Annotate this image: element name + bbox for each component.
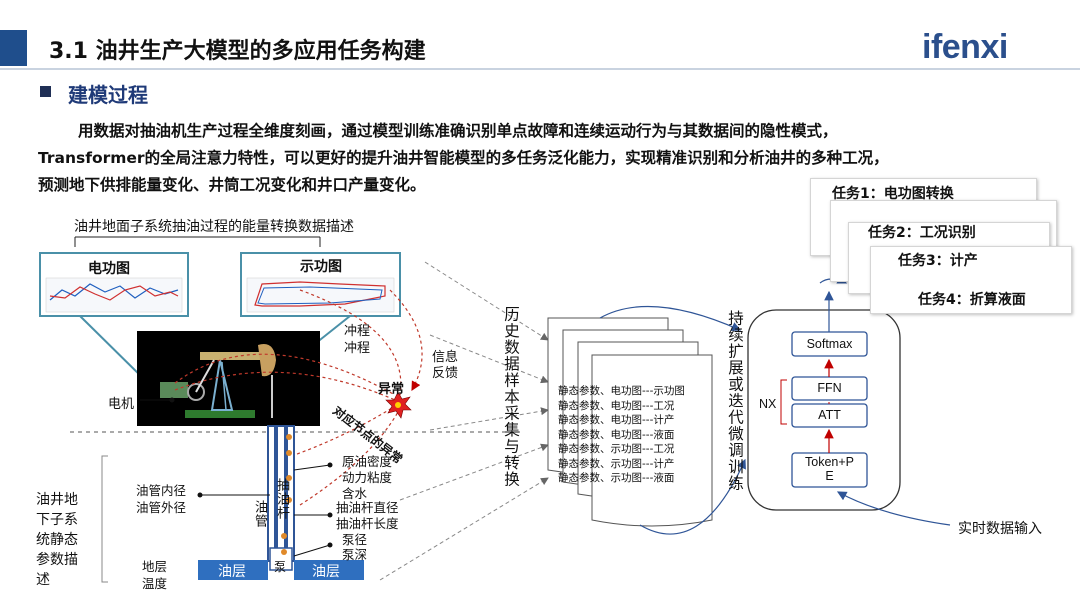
tubing-outer-label: 油管外径	[136, 500, 187, 515]
formation-temp-line: 温度	[142, 576, 168, 591]
ifenxi-logo: ifenxi	[922, 28, 1008, 66]
rod-label: 抽油杆	[274, 478, 289, 520]
task-4-label: 任务4：折算液面	[918, 292, 1026, 308]
stroke-label-1: 冲程	[344, 324, 371, 339]
viscosity-label: 动力粘度	[342, 470, 393, 485]
sample-pair-row: 静态参数、示功图---工况	[558, 443, 675, 455]
pumpjack-image	[137, 331, 320, 426]
stroke-label-2: 冲程	[344, 341, 371, 356]
electric-power-chart	[39, 252, 189, 317]
downhole-label-line: 统静态	[36, 532, 78, 548]
anomaly-burst-icon	[385, 391, 412, 419]
oil-layer-right-label: 油层	[312, 564, 340, 580]
oil-layer-right	[294, 560, 364, 580]
softmax-label: Softmax	[806, 337, 853, 351]
downhole-label-line: 参数描	[36, 552, 78, 568]
paragraph-line-2: Transformer的全局注意力特性，可以更好的提升油井智能模型的多任务泛化能…	[38, 149, 889, 167]
header-divider	[0, 68, 1080, 70]
surface-caption: 油井地面子系统抽油过程的能量转换数据描述	[74, 219, 354, 235]
sample-document-stack	[547, 317, 713, 527]
paragraph-line-3: 预测地下供排能量变化、井筒工况变化和井口产量变化。	[38, 176, 426, 194]
sample-pair-list: 静态参数、电功图---示功图 静态参数、电功图---工况 静态参数、电功图---…	[558, 384, 685, 486]
sample-pair-row: 静态参数、电功图---工况	[558, 399, 675, 412]
task-2-label: 任务2：工况识别	[868, 225, 976, 241]
pump-depth-label: 泵深	[342, 547, 368, 562]
tubing-inner-label: 油管内径	[136, 483, 187, 498]
realtime-input-label: 实时数据输入	[958, 521, 1042, 537]
task-card-4	[870, 246, 1072, 314]
ffn-label: FFN	[817, 381, 842, 395]
dynamometer-chart-title: 示功图	[300, 259, 342, 275]
water-cut-label: 含水	[342, 486, 368, 501]
att-label: ATT	[818, 408, 841, 422]
downhole-label-line: 下子系	[36, 512, 78, 528]
rod-length-label: 抽油杆长度	[336, 516, 399, 531]
formation-temp-line: 地层	[142, 559, 168, 574]
section-heading: 建模过程	[68, 83, 148, 107]
nx-label: NX	[759, 397, 777, 411]
rod-diameter-label: 抽油杆直径	[336, 500, 399, 515]
finetune-vertical-label: 持续扩展或迭代微调训练	[726, 310, 744, 492]
anomaly-label: 异常	[378, 382, 405, 397]
token-pe-label: Token+P E	[805, 455, 854, 483]
formation-temp-label: 地层 温度	[142, 558, 167, 592]
downhole-system-label: 油井地 下子系 统静态 参数描 述	[36, 490, 78, 590]
downhole-label-line: 述	[36, 572, 50, 588]
square-bullet-icon	[40, 86, 51, 97]
oil-layer-left-label: 油层	[218, 564, 246, 580]
intro-paragraph: 用数据对抽油机生产过程全维度刻画，通过模型训练准确识别单点故障和连续运动行为与其…	[38, 118, 1048, 199]
pump-label: 泵	[274, 560, 287, 574]
electric-chart-title: 电功图	[88, 261, 130, 277]
title-accent-bar	[0, 30, 27, 66]
slide-title: 3.1 油井生产大模型的多应用任务构建	[49, 39, 426, 64]
feedback-label: 信息 反馈	[432, 350, 459, 381]
tubing-label: 油管	[252, 500, 267, 528]
sample-pair-row: 静态参数、电功图---计产	[558, 414, 675, 426]
dynamometer-chart	[240, 252, 401, 317]
sample-pair-row: 静态参数、电功图---示功图	[558, 385, 685, 397]
downhole-label-line: 油井地	[36, 492, 78, 508]
sample-pair-row: 静态参数、示功图---液面	[558, 472, 675, 484]
sample-pair-row: 静态参数、示功图---计产	[558, 457, 675, 470]
sampling-vertical-label: 历史数据样本采集与转换	[502, 306, 520, 488]
task-1-label: 任务1：电功图转换	[832, 186, 954, 202]
oil-layer-left	[198, 560, 268, 580]
paragraph-line-1: 用数据对抽油机生产过程全维度刻画，通过模型训练准确识别单点故障和连续运动行为与其…	[78, 122, 838, 140]
crude-density-label: 原油密度	[342, 454, 393, 469]
motor-label: 电机	[108, 397, 135, 412]
sample-pair-row: 静态参数、电功图---液面	[558, 428, 675, 441]
pump-diameter-label: 泵径	[342, 532, 368, 547]
task-3-label: 任务3：计产	[898, 253, 978, 269]
